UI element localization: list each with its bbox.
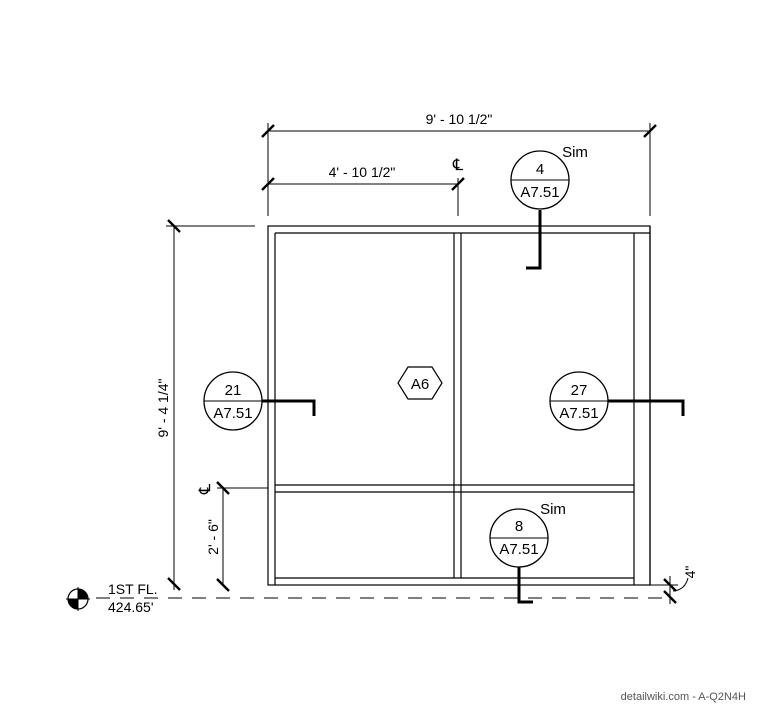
door-frame: [267, 225, 651, 586]
callout-top-sheet: A7.51: [520, 184, 559, 201]
half-width-dimension: 4' - 10 1/2" ℄: [261, 157, 465, 216]
callout-bottom-note: Sim: [540, 501, 566, 518]
centerline-mark-top: ℄: [452, 157, 464, 174]
centerline-mark-left: ℄: [197, 483, 214, 495]
overall-height-label: 9' - 4 1/4": [155, 378, 171, 437]
level-elevation: 424.65': [108, 599, 154, 615]
elevation-tag: A6: [397, 366, 443, 400]
callout-right-number: 27: [571, 382, 588, 399]
transom-height-label: 2' - 6": [205, 519, 221, 555]
level-name: 1ST FL.: [108, 581, 158, 597]
overall-height-dimension: 9' - 4 1/4": [155, 219, 255, 591]
half-width-label: 4' - 10 1/2": [329, 164, 396, 180]
sill-label: 4": [682, 566, 698, 579]
overall-width-dimension: 9' - 10 1/2": [261, 111, 657, 216]
watermark: detailwiki.com - A-Q2N4H: [621, 691, 746, 703]
callout-top-note: Sim: [562, 144, 588, 161]
callout-left-number: 21: [225, 382, 242, 399]
elevation-tag-label: A6: [411, 376, 429, 393]
section-callout-top: 4 A7.51 Sim: [510, 144, 588, 270]
callout-bottom-sheet: A7.51: [499, 541, 538, 558]
section-callout-left: 21 A7.51: [203, 371, 316, 431]
overall-width-label: 9' - 10 1/2": [426, 111, 493, 127]
datum-target-icon: [66, 587, 90, 611]
callout-right-sheet: A7.51: [559, 405, 598, 422]
level-marker: 1ST FL. 424.65': [66, 581, 158, 615]
section-callout-bottom: 8 A7.51 Sim: [489, 501, 566, 604]
transom-height-dimension: 2' - 6" ℄: [197, 481, 268, 592]
section-callout-right: 27 A7.51: [549, 371, 685, 431]
callout-bottom-number: 8: [515, 518, 523, 535]
sill-dimension: 4": [650, 566, 698, 604]
callout-left-sheet: A7.51: [213, 405, 252, 422]
callout-top-number: 4: [536, 161, 544, 178]
